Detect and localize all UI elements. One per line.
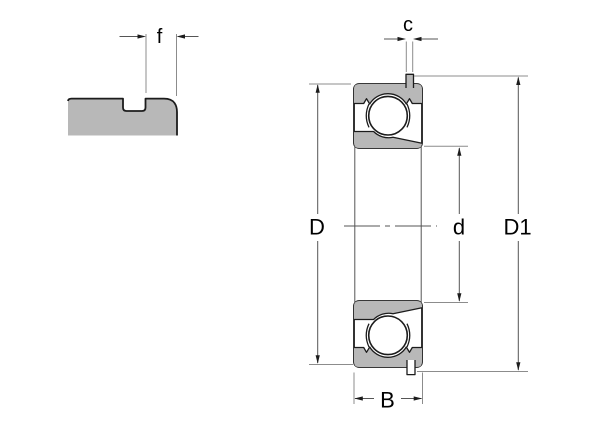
ball-bottom xyxy=(367,315,409,356)
cage-bottom-left-arc xyxy=(365,323,370,348)
dimension-B: B xyxy=(353,372,423,413)
groove-detail-body xyxy=(68,98,177,136)
snap-ring-bottom-outline xyxy=(406,360,416,376)
B-arrowhead-right xyxy=(413,396,423,401)
B-arrowhead-left xyxy=(354,396,363,401)
inner-ring-bottom-raceway-line xyxy=(354,307,423,321)
dimension-label-c: c xyxy=(403,14,413,36)
outer-ring-bottom-raceway-line xyxy=(354,346,422,358)
snap-ring-top xyxy=(405,73,415,88)
snap-ring-bottom xyxy=(406,360,416,376)
D1-arrowhead-top xyxy=(516,76,521,85)
snap-ring-top-outline xyxy=(405,73,415,88)
dimension-label-D1: D1 xyxy=(503,215,531,240)
d-arrowhead-bottom xyxy=(457,293,462,302)
bearing-bottom-section xyxy=(353,300,423,368)
c-arrowhead-left xyxy=(397,36,406,42)
dimension-label-B: B xyxy=(380,388,395,413)
snap-ring-bottom-body xyxy=(407,360,415,375)
inner-ring-bottom xyxy=(354,301,422,320)
cage-top-right-arc xyxy=(406,103,411,128)
outer-ring-bottom xyxy=(354,347,422,367)
dimension-label-D: D xyxy=(309,215,325,240)
outer-ring-top-raceway-line xyxy=(354,93,422,105)
inner-ring-top xyxy=(354,131,422,148)
inner-ring-top-raceway-line xyxy=(354,130,423,144)
dimension-D: D xyxy=(309,83,353,365)
D1-arrowhead-bottom xyxy=(516,362,521,371)
dimension-label-d: d xyxy=(453,215,465,240)
snap-ring-groove-detail xyxy=(67,97,178,136)
cage-top-left-arc xyxy=(365,103,370,128)
dimension-f: f xyxy=(119,26,199,96)
bearing-top-section xyxy=(353,83,423,149)
f-arrowhead-right xyxy=(176,34,185,39)
dimension-c: c xyxy=(384,14,438,72)
ball-top xyxy=(367,95,409,136)
dimension-D1: D1 xyxy=(414,75,532,372)
groove-detail-outline xyxy=(67,97,178,136)
dimension-label-f: f xyxy=(157,26,163,48)
cage-bottom-right-arc xyxy=(406,323,411,348)
D-arrowhead-bottom xyxy=(315,355,320,364)
dimension-d: d xyxy=(424,145,468,303)
bearing-cross-section xyxy=(344,73,437,376)
d-arrowhead-top xyxy=(457,147,462,156)
D-arrowhead-top xyxy=(315,84,320,93)
snap-ring-top-body xyxy=(406,74,414,88)
outer-ring-top xyxy=(354,84,422,104)
c-arrowhead-right xyxy=(413,36,422,42)
f-arrowhead-left xyxy=(137,34,146,39)
